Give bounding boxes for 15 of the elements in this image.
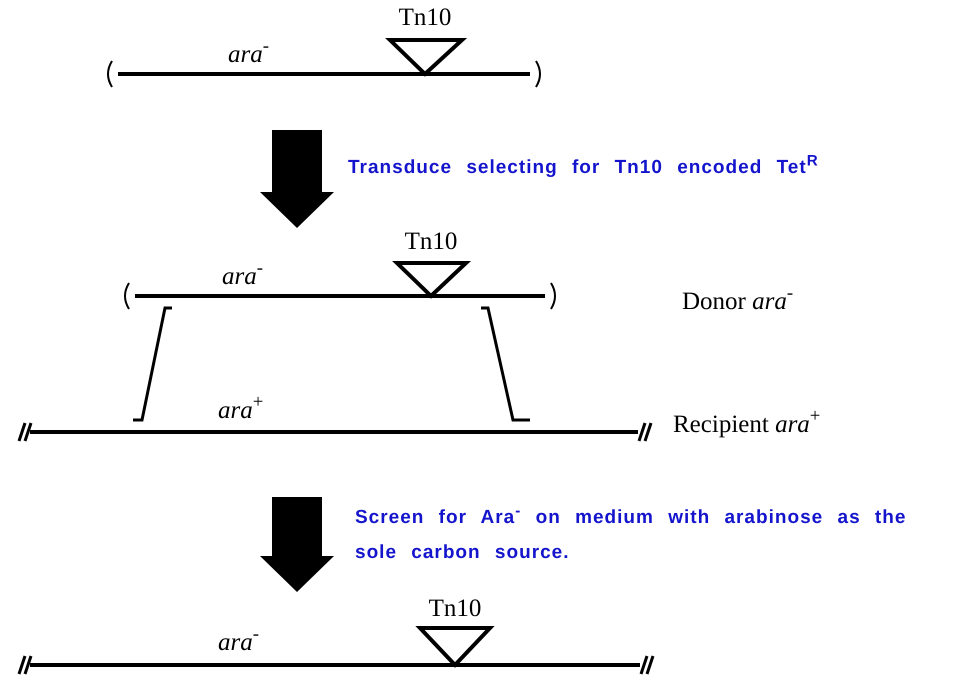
gene-label: ara$^{+}$ <box>218 398 264 423</box>
transposon-label: Tn10 <box>428 596 482 621</box>
transposon-label: Tn10 <box>404 229 458 254</box>
gene-label: ara$^{-}$ <box>222 264 263 289</box>
strain-label: Recipient ara$^{+}$ <box>673 412 820 437</box>
block-arrow <box>260 130 334 228</box>
crossover-line <box>133 306 172 422</box>
transposon-label: Tn10 <box>398 5 452 30</box>
gene-label: ara$^{-}$ <box>228 42 269 67</box>
strain-label: Donor ara$^{-}$ <box>682 289 794 314</box>
edge-label: Transduce selecting for Tn10 encoded Tet$^{R}$ <box>348 151 820 180</box>
edge-label: Screen for Ara$^{-}$ on medium with arabinose as the sole carbon source. <box>355 501 908 565</box>
block-arrow <box>260 497 334 592</box>
crossover-line <box>481 306 530 422</box>
gene-label: ara$^{-}$ <box>218 630 259 655</box>
